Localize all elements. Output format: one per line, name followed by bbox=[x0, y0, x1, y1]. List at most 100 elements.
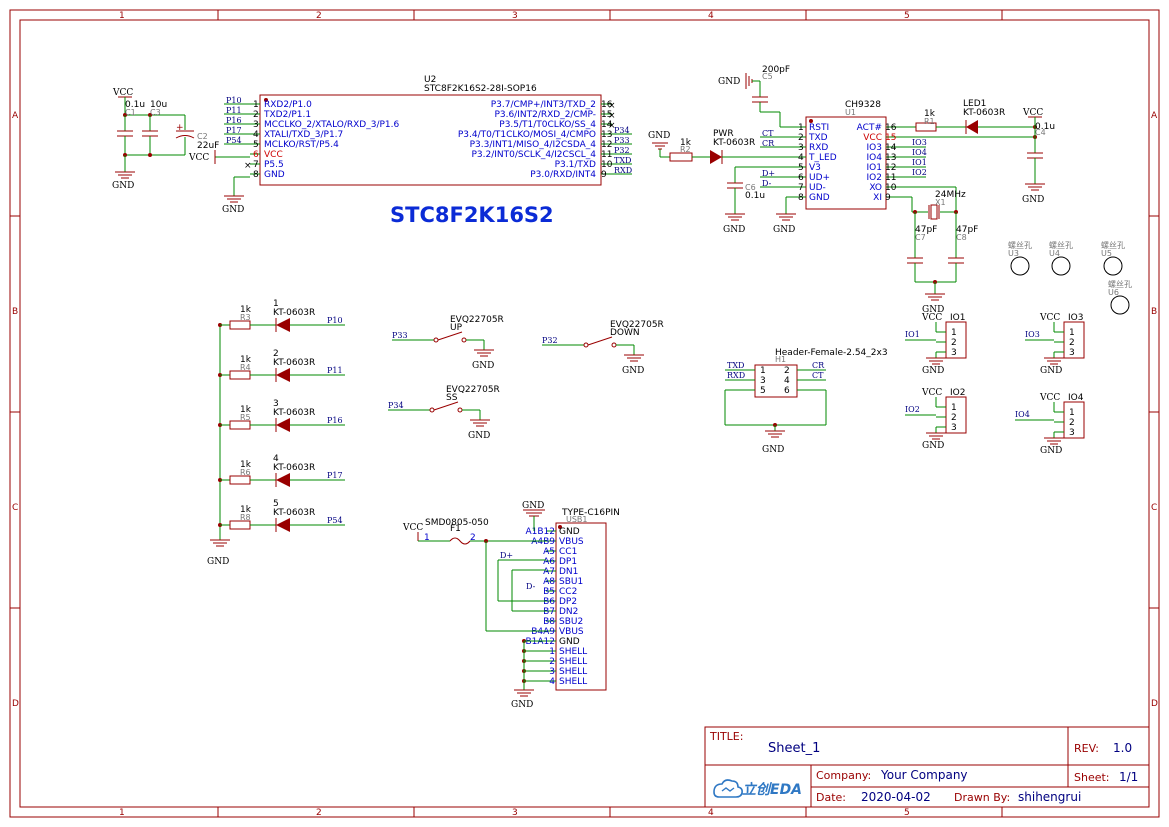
frame-row-label: D bbox=[1151, 699, 1158, 709]
usb-pin-name: DN1 bbox=[559, 567, 578, 577]
company-value: Your Company bbox=[880, 768, 968, 782]
hole-ref: U6 bbox=[1108, 288, 1119, 297]
mcu-pin-name: MCLKO/RST/P5.4 bbox=[264, 140, 339, 150]
header-h1: Header-Female-2.54_2x3 H1 1 3 5 2 4 6 TX… bbox=[724, 348, 888, 455]
ch9328-pin-num: 2 bbox=[798, 133, 804, 143]
usb-pin-name: VBUS bbox=[559, 537, 584, 547]
ch9328-pin-name: TXD bbox=[808, 133, 828, 143]
mcu-pin-num: 10 bbox=[601, 160, 613, 170]
ch9328-pin-name: IO2 bbox=[867, 173, 882, 183]
ch9328-pin-num: 10 bbox=[885, 183, 897, 193]
ch9328-pin-name: ACT# bbox=[857, 123, 882, 133]
usb-pin-num: 2 bbox=[549, 657, 555, 667]
mcu-pin-num: 1 bbox=[253, 100, 259, 110]
usb-pin-num: B7 bbox=[543, 607, 555, 617]
mcu-pin-name: P3.2/INT0/SCLK_4/I2CSCL_4 bbox=[472, 150, 597, 160]
net-label: P32 bbox=[542, 336, 558, 345]
usb-pin-num: 4 bbox=[549, 677, 555, 687]
vcc-label: VCC bbox=[921, 313, 942, 323]
header-part: Header-Female-2.54_2x3 bbox=[775, 348, 888, 358]
gnd-label: GND bbox=[207, 557, 229, 567]
switch-part: EVQ22705R bbox=[610, 320, 664, 330]
net-label: IO3 bbox=[1025, 330, 1040, 339]
net-label: P11 bbox=[226, 106, 242, 115]
ch9328-pin-num: 5 bbox=[798, 163, 804, 173]
gnd-label: GND bbox=[922, 441, 944, 451]
usb-pin-name: SHELL bbox=[559, 647, 587, 657]
ch9328-pin-name: IO1 bbox=[867, 163, 882, 173]
rev-label: REV: bbox=[1074, 742, 1099, 755]
frame-col-label: 2 bbox=[316, 808, 322, 818]
ch9328-pin-name: V3 bbox=[809, 163, 821, 173]
mcu-pin-num: 16 bbox=[601, 100, 613, 110]
led-num: 5 bbox=[273, 499, 279, 509]
r1-ref: R1 bbox=[924, 117, 935, 126]
c4-ref: C4 bbox=[1035, 128, 1046, 137]
net-label: P32 bbox=[614, 146, 630, 155]
led-part: KT-0603R bbox=[273, 308, 315, 318]
io-pin-num: 2 bbox=[951, 338, 957, 348]
usb-pin-name: CC1 bbox=[559, 547, 577, 557]
mcu-pin-name: P3.4/T0/T1CLKO/MOSI_4/CMPO bbox=[458, 130, 596, 140]
gnd-label: GND bbox=[723, 225, 745, 235]
usb-pin-num: B4A9 bbox=[531, 627, 555, 637]
net-label: IO1 bbox=[905, 330, 920, 339]
ch9328-pin-name: GND bbox=[809, 193, 830, 203]
mcu-pin-num: 4 bbox=[253, 130, 259, 140]
io-header-ref: IO1 bbox=[950, 313, 965, 323]
mcu-pin-name: XTALI/TXD_3/P1.7 bbox=[264, 130, 343, 140]
ch9328-pin-name: IO4 bbox=[867, 153, 883, 163]
no-connect-mark: × bbox=[244, 161, 252, 171]
mcu-pin-num: 12 bbox=[601, 140, 612, 150]
usb-part: TYPE-C16PIN bbox=[561, 508, 620, 518]
x1-ref: X1 bbox=[935, 198, 946, 207]
mcu-part: STC8F2K16S2-28I-SOP16 bbox=[424, 84, 537, 94]
usb-pin-name: DP1 bbox=[559, 557, 577, 567]
led-num: 3 bbox=[273, 399, 279, 409]
resistor-value: 1k bbox=[240, 355, 252, 365]
ch9328-pin-name: T_LED bbox=[808, 153, 837, 163]
gnd-label: GND bbox=[1040, 446, 1062, 456]
usb-pin-name: GND bbox=[559, 527, 580, 537]
ch9328-pin-name: XO bbox=[869, 183, 882, 193]
c1-value: 0.1u bbox=[125, 100, 145, 110]
io-header-ref: IO3 bbox=[1068, 313, 1083, 323]
ch9328-pin-num: 16 bbox=[885, 123, 897, 133]
frame-col-label: 5 bbox=[904, 11, 910, 21]
ch9328-pin-num: 4 bbox=[798, 153, 804, 163]
io-pin-num: 3 bbox=[1069, 428, 1075, 438]
vcc-label: VCC bbox=[1039, 313, 1060, 323]
io-pin-num: 1 bbox=[1069, 328, 1075, 338]
drawn-value: shihengrui bbox=[1018, 790, 1081, 804]
io-pin-num: 2 bbox=[1069, 418, 1075, 428]
net-io4: IO4 bbox=[912, 148, 927, 157]
mcu-pin-num: 3 bbox=[253, 120, 259, 130]
gnd-label: GND bbox=[622, 366, 644, 376]
usb-pin-name: SHELL bbox=[559, 667, 587, 677]
net-label: D+ bbox=[762, 169, 775, 178]
switch-name: SS bbox=[446, 393, 458, 403]
ch9328-pin-num: 15 bbox=[885, 133, 896, 143]
mcu-ref: U2 bbox=[424, 75, 436, 85]
title-value: Sheet_1 bbox=[768, 741, 820, 756]
io-pin-num: 2 bbox=[951, 413, 957, 423]
ch9328-pin-num: 9 bbox=[885, 193, 891, 203]
mcu-pin-num: 14 bbox=[601, 120, 613, 130]
resistor-ref: R4 bbox=[240, 363, 251, 372]
switch-part: EVQ22705R bbox=[450, 315, 504, 325]
led-num: 4 bbox=[273, 454, 279, 464]
io-pin-num: 1 bbox=[951, 403, 957, 413]
svg-text:1: 1 bbox=[760, 366, 766, 376]
